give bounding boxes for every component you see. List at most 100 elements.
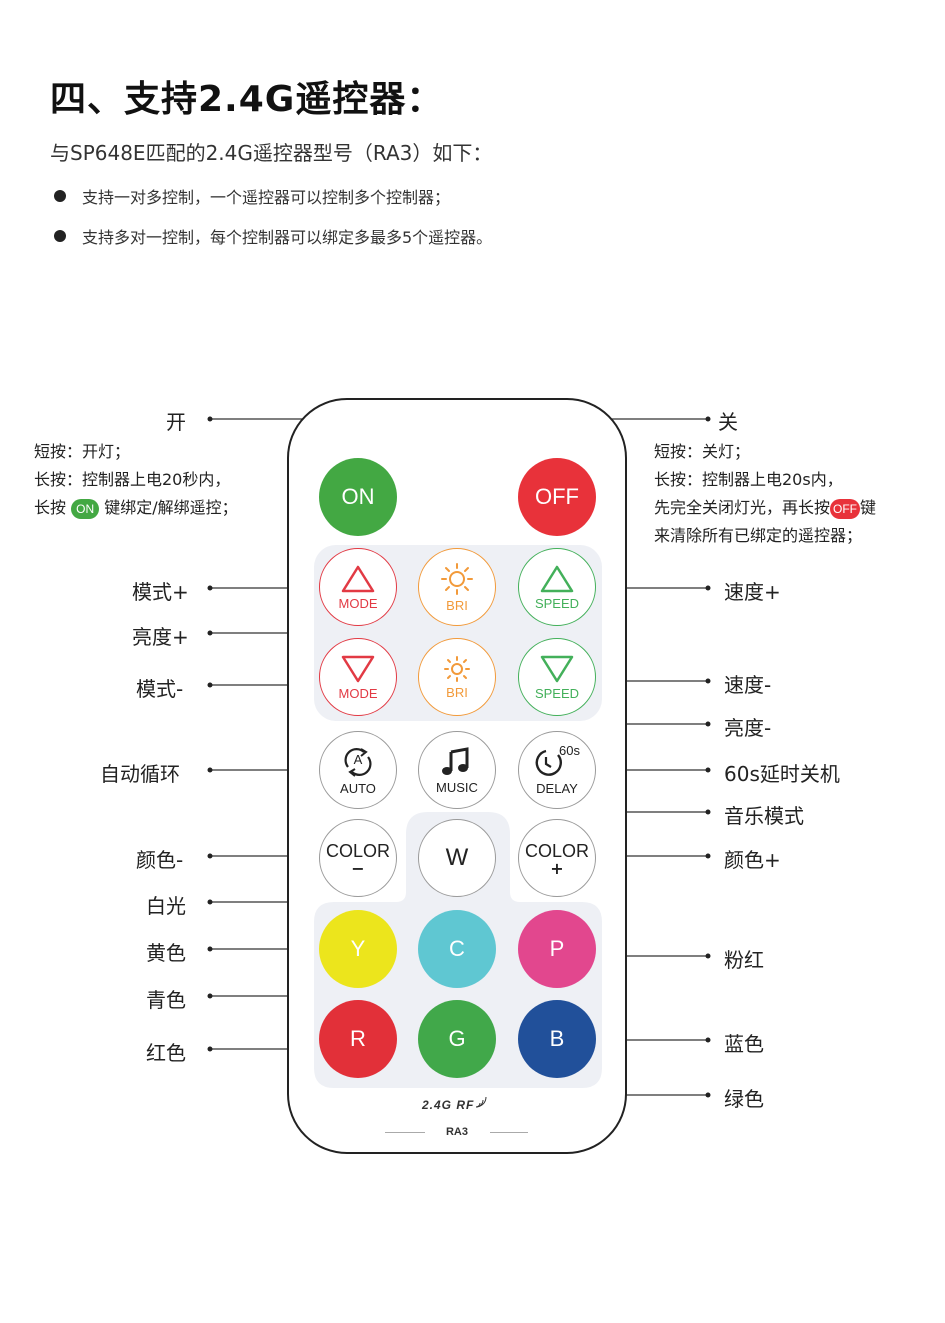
pink-label: P xyxy=(549,936,565,961)
note-right-2: 长按：控制器上电20s内， xyxy=(654,470,843,489)
speed-minus-label: SPEED xyxy=(534,685,580,701)
red-label: R xyxy=(350,1026,366,1051)
color-minus-button[interactable]: COLOR − xyxy=(319,819,397,897)
sun-large-icon xyxy=(441,562,473,595)
mode-plus-label: MODE xyxy=(338,595,378,611)
white-label: W xyxy=(445,844,469,871)
label-cyan: 青色 xyxy=(146,988,186,1012)
delay-glyph: 60s xyxy=(559,742,580,758)
label-white: 白光 xyxy=(146,894,186,918)
green-button[interactable]: G xyxy=(418,1000,496,1078)
label-bri-plus: 亮度+ xyxy=(132,625,189,649)
yellow-label: Y xyxy=(350,936,366,961)
label-music: 音乐模式 xyxy=(724,804,804,828)
cycle-icon: A xyxy=(340,745,376,779)
note-left-3a: 长按 xyxy=(34,498,67,517)
triangle-down-icon xyxy=(341,655,375,682)
brand-text: 2.4G RF xyxy=(422,1098,475,1112)
note-right-1: 短按：关灯； xyxy=(654,442,751,461)
timer-icon: 60s xyxy=(532,742,582,779)
bullet-dot xyxy=(54,190,66,202)
yellow-button[interactable]: Y xyxy=(319,910,397,988)
music-note-icon xyxy=(442,746,469,775)
green-label: G xyxy=(448,1026,466,1051)
blue-label: B xyxy=(549,1026,565,1051)
label-yellow: 黄色 xyxy=(146,941,186,965)
label-red: 红色 xyxy=(146,1041,186,1065)
auto-glyph: A xyxy=(353,751,363,767)
music-button[interactable]: MUSIC xyxy=(418,731,496,809)
label-blue: 蓝色 xyxy=(724,1032,764,1056)
auto-button[interactable]: A AUTO xyxy=(319,731,397,809)
label-mode-plus: 模式+ xyxy=(132,580,189,604)
bullet-text: 支持多对一控制，每个控制器可以绑定多最多5个遥控器。 xyxy=(82,228,493,247)
label-mode-minus: 模式- xyxy=(136,677,184,701)
on-button-label: ON xyxy=(341,484,375,509)
bri-plus-label: BRI xyxy=(446,597,468,613)
delay-label: DELAY xyxy=(536,780,578,796)
label-pink: 粉红 xyxy=(724,948,764,972)
remote-brand: 2.4G RF xyxy=(422,1096,487,1112)
bri-minus-button[interactable]: BRI xyxy=(418,638,496,716)
label-off: 关 xyxy=(718,410,738,434)
music-label: MUSIC xyxy=(436,779,478,795)
off-pill: OFF xyxy=(830,498,861,519)
speed-minus-button[interactable]: SPEED xyxy=(518,638,596,716)
white-button[interactable]: W xyxy=(418,819,496,897)
note-right-3a: 先完全关闭灯光，再长按 xyxy=(654,498,831,517)
on-button[interactable]: ON xyxy=(319,458,397,536)
mode-minus-button[interactable]: MODE xyxy=(319,638,397,716)
divider xyxy=(385,1132,425,1133)
off-button-label: OFF xyxy=(535,484,579,509)
note-left-1: 短按：开灯； xyxy=(34,442,131,461)
auto-label: AUTO xyxy=(340,780,376,796)
minus-icon: − xyxy=(351,858,365,878)
divider xyxy=(490,1132,528,1133)
speed-plus-button[interactable]: SPEED xyxy=(518,548,596,626)
note-left-3b: 键绑定/解绑遥控； xyxy=(104,498,238,517)
speed-plus-label: SPEED xyxy=(534,595,580,611)
note-right-4: 来清除所有已绑定的遥控器； xyxy=(654,526,863,545)
cyan-button[interactable]: C xyxy=(418,910,496,988)
wireless-icon xyxy=(476,1096,487,1108)
label-color-plus: 颜色+ xyxy=(724,848,781,872)
label-speed-minus: 速度- xyxy=(724,673,772,697)
bullet-dot xyxy=(54,230,66,242)
note-left-2: 长按：控制器上电20秒内， xyxy=(34,470,231,489)
label-delay: 60s延时关机 xyxy=(724,762,840,786)
delay-button[interactable]: 60s DELAY xyxy=(518,731,596,809)
color-plus-button[interactable]: COLOR + xyxy=(518,819,596,897)
on-pill: ON xyxy=(71,498,100,519)
bullet-text: 支持一对多控制，一个遥控器可以控制多个控制器； xyxy=(82,188,451,207)
blue-button[interactable]: B xyxy=(518,1000,596,1078)
triangle-up-icon xyxy=(341,565,375,592)
label-auto: 自动循环 xyxy=(100,762,180,786)
label-color-minus: 颜色- xyxy=(136,848,184,872)
plus-icon: + xyxy=(550,858,564,878)
bullet-item: 支持多对一控制，每个控制器可以绑定多最多5个遥控器。 xyxy=(54,224,492,248)
label-speed-plus: 速度+ xyxy=(724,580,781,604)
sun-small-icon xyxy=(444,655,470,682)
bri-plus-button[interactable]: BRI xyxy=(418,548,496,626)
color-minus-label: COLOR xyxy=(325,840,390,861)
page-subtitle: 与SP648E匹配的2.4G遥控器型号（RA3）如下： xyxy=(50,141,493,165)
mode-plus-button[interactable]: MODE xyxy=(319,548,397,626)
mode-minus-label: MODE xyxy=(338,685,378,701)
label-green: 绿色 xyxy=(724,1087,764,1111)
off-button[interactable]: OFF xyxy=(518,458,596,536)
bullet-item: 支持一对多控制，一个遥控器可以控制多个控制器； xyxy=(54,184,450,208)
label-bri-minus: 亮度- xyxy=(724,716,772,740)
red-button[interactable]: R xyxy=(319,1000,397,1078)
note-right-3b: 键 xyxy=(860,498,877,517)
pink-button[interactable]: P xyxy=(518,910,596,988)
label-on: 开 xyxy=(166,410,186,434)
bri-minus-label: BRI xyxy=(446,684,468,700)
page-title: 四、支持2.4G遥控器： xyxy=(50,79,444,120)
remote-model: RA3 xyxy=(445,1126,468,1138)
cyan-label: C xyxy=(449,936,465,961)
note-left-3: 长按 ON 键绑定/解绑遥控； xyxy=(34,494,238,522)
color-plus-label: COLOR xyxy=(524,840,589,861)
triangle-down-icon xyxy=(540,655,574,682)
triangle-up-icon xyxy=(540,565,574,592)
